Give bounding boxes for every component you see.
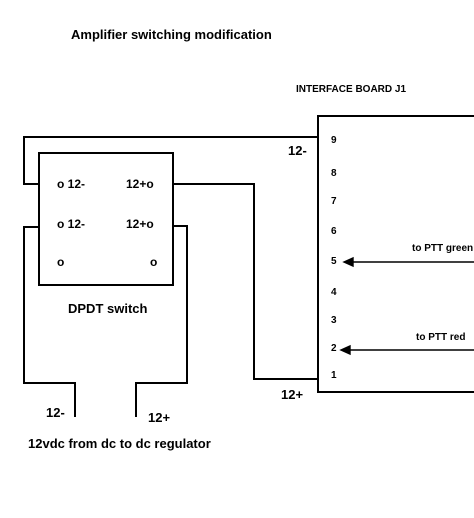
pin-4: 4 — [331, 287, 337, 298]
pin-9: 9 — [331, 135, 337, 146]
label-supply-plus: 12+ — [148, 410, 171, 425]
label-supply-minus: 12- — [46, 405, 65, 420]
wire-supply-minus — [23, 226, 76, 417]
pin-6: 6 — [331, 226, 337, 237]
pin-8: 8 — [331, 168, 337, 179]
wire-supply-plus — [135, 225, 188, 417]
wire-12-plus-board — [172, 183, 319, 380]
switch-label: DPDT switch — [68, 301, 148, 316]
pin-2: 2 — [331, 343, 337, 354]
terminal-bottom-left: o — [57, 255, 65, 269]
supply-label: 12vdc from dc to dc regulator — [28, 436, 211, 451]
interface-board-title: INTERFACE BOARD J1 — [296, 84, 407, 95]
terminal-top-left: o 12- — [57, 177, 86, 191]
dpdt-switch-box — [38, 152, 174, 286]
terminal-mid-left: o 12- — [57, 217, 86, 231]
terminal-mid-right: 12+o — [126, 217, 154, 231]
label-board-plus: 12+ — [281, 387, 304, 402]
note-ptt-red: to PTT red — [416, 332, 466, 343]
terminal-top-right: 12+o — [126, 177, 154, 191]
pin-5: 5 — [331, 256, 337, 267]
arrow-ptt-green-head — [342, 256, 354, 268]
terminal-bottom-right: o — [150, 255, 158, 269]
pin-3: 3 — [331, 315, 337, 326]
pin-1: 1 — [331, 370, 337, 381]
interface-board-outline — [317, 115, 474, 393]
arrow-ptt-red-head — [339, 344, 351, 356]
note-ptt-green: to PTT green — [412, 243, 474, 254]
wire-12-minus-board — [23, 136, 319, 185]
diagram-title: Amplifier switching modification — [71, 27, 272, 42]
label-board-minus: 12- — [288, 143, 307, 158]
pin-7: 7 — [331, 196, 337, 207]
